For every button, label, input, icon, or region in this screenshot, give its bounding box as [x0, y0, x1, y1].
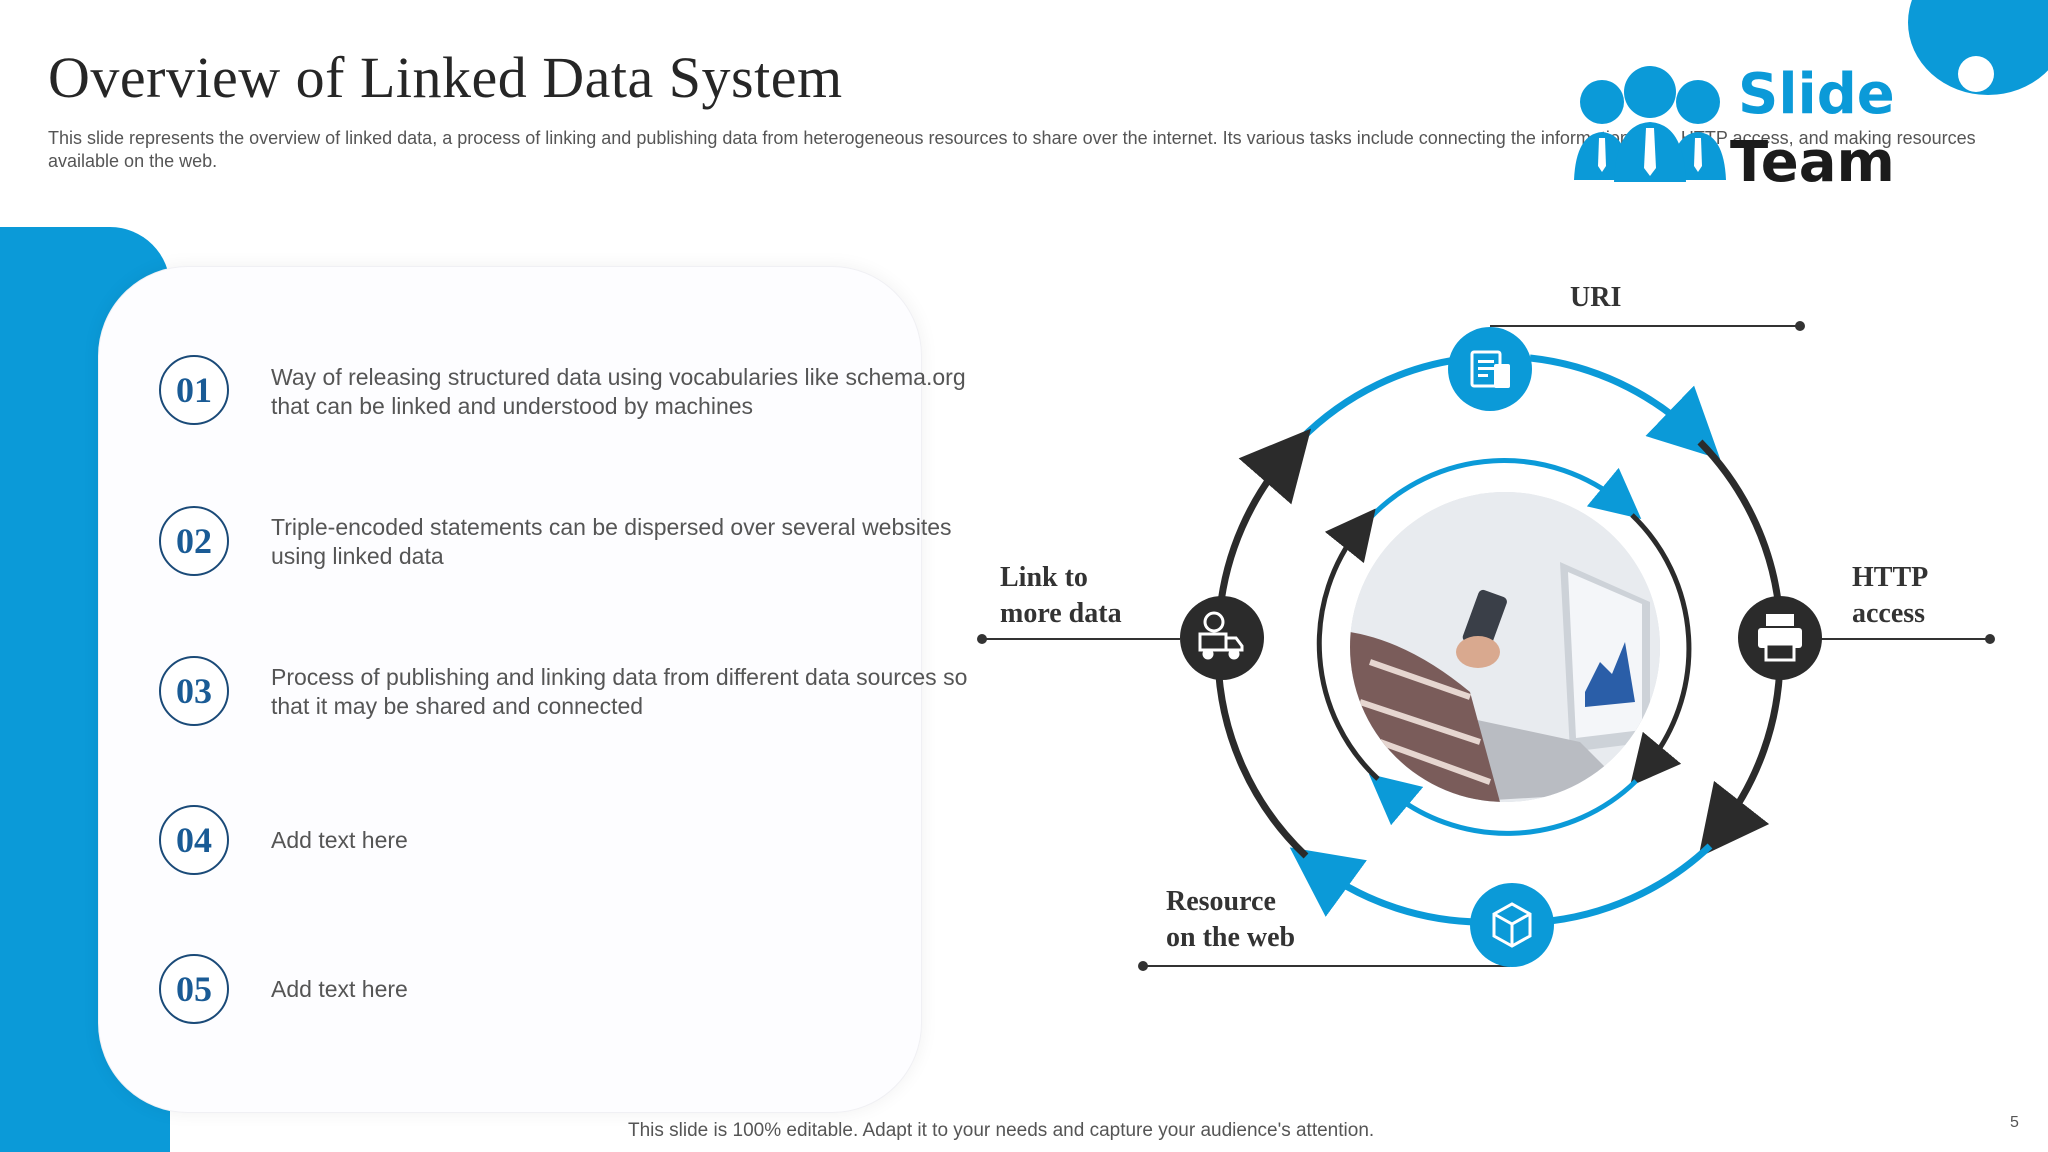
http-node	[1738, 596, 1822, 680]
page-number: 5	[2010, 1114, 2019, 1132]
link-label-line2: more data	[1000, 596, 1122, 632]
resource-label-line2: on the web	[1166, 920, 1295, 956]
http-label-line1: HTTP	[1852, 560, 1928, 596]
laptop-phone-photo	[1350, 492, 1660, 802]
uri-label: URI	[1570, 280, 1621, 316]
uri-leader-dot	[1795, 321, 1805, 331]
footer-note: This slide is 100% editable. Adapt it to…	[628, 1120, 1374, 1142]
uri-node	[1448, 327, 1532, 411]
resource-leader-dot	[1138, 961, 1148, 971]
link-node	[1180, 596, 1264, 680]
resource-node	[1470, 883, 1554, 967]
http-label-line2: access	[1852, 596, 1925, 632]
link-label-line1: Link to	[1000, 560, 1088, 596]
link-leader-dot	[977, 634, 987, 644]
http-leader-dot	[1985, 634, 1995, 644]
resource-label-line1: Resource	[1166, 884, 1276, 920]
